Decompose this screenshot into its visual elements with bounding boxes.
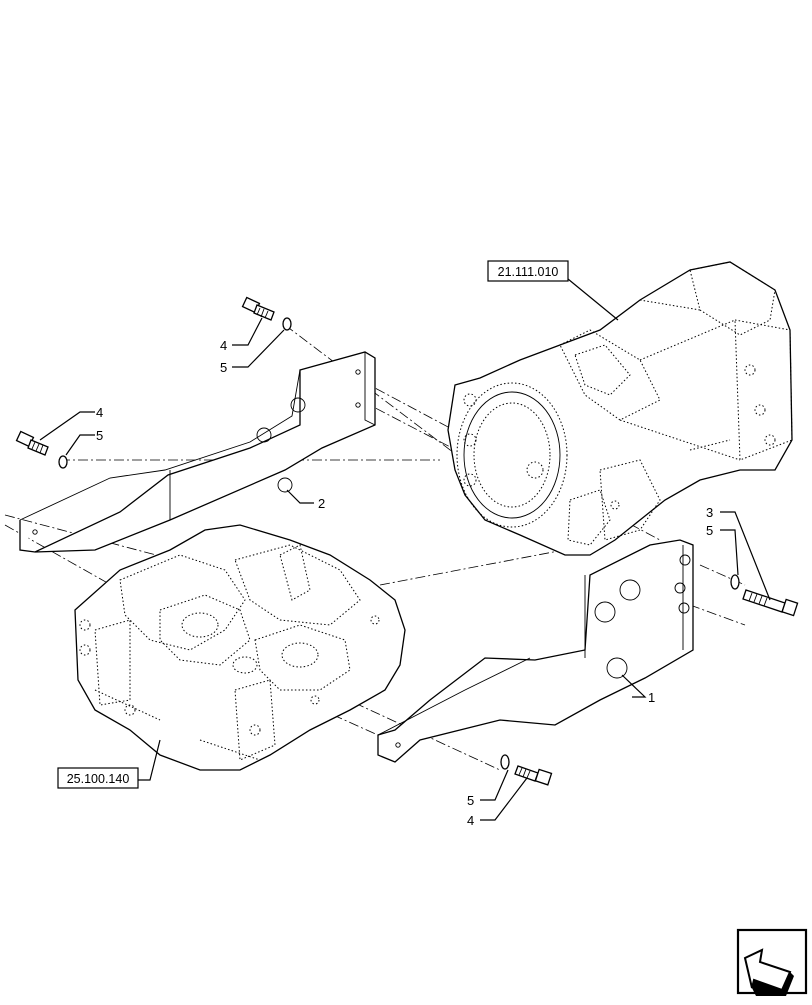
reference-label-rear-axle: 25.100.140: [67, 772, 130, 786]
washer-right: [730, 574, 740, 590]
bolt-long-right: [742, 589, 799, 617]
callout-5-right: 5: [706, 523, 713, 538]
bolt-bottom: [514, 765, 553, 786]
callout-5-top: 5: [220, 360, 227, 375]
support-bracket-left: [19, 351, 376, 553]
callout-5-bottom: 5: [467, 793, 474, 808]
bolt-left: [15, 430, 49, 456]
support-bracket-right: [377, 539, 694, 763]
callout-2: 2: [318, 496, 325, 511]
callout-3: 3: [706, 505, 713, 520]
reference-box-transmission[interactable]: 21.111.010: [487, 260, 569, 282]
leader-lines: [39, 278, 771, 821]
washer-top: [282, 317, 292, 331]
bolt-top: [241, 296, 275, 321]
callout-4-bottom: 4: [467, 813, 474, 828]
navigation-arrow-icon[interactable]: [736, 928, 808, 996]
transmission-housing: [447, 261, 793, 556]
callout-1: 1: [648, 690, 655, 705]
reference-box-rear-axle[interactable]: 25.100.140: [57, 767, 139, 789]
reference-label-transmission: 21.111.010: [498, 265, 559, 279]
callout-5-left: 5: [96, 428, 103, 443]
rear-axle-housing: [74, 524, 406, 771]
washer-left: [58, 455, 68, 469]
callout-4-top: 4: [220, 338, 227, 353]
callout-4-left: 4: [96, 405, 103, 420]
washer-bottom: [500, 754, 510, 770]
